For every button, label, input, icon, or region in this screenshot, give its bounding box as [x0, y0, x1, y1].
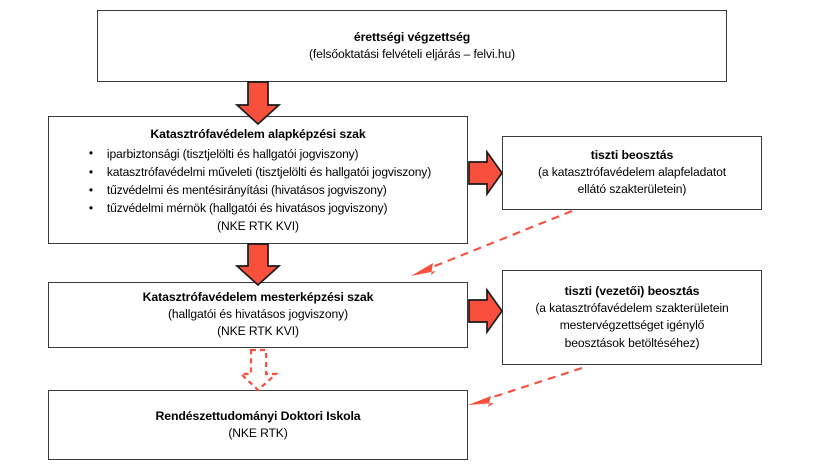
node-leader-post[interactable]: tiszti (vezetői) beosztás (a katasztrófa…: [502, 270, 762, 365]
node-leader-post-line3: beosztások betöltéséhez): [564, 335, 700, 350]
arrow-master-to-doctoral-icon: [238, 348, 279, 392]
arrow-bachelor-to-officer-post-icon: [468, 149, 504, 197]
node-officer-post-title: tiszti beosztás: [590, 148, 674, 163]
node-leader-post-line2: mestervégzettséget igénylő: [559, 318, 705, 333]
list-item: tűzvédelmi és mentésirányítási (hivatáso…: [85, 181, 431, 199]
node-matura-title: érettségi végzettség: [353, 29, 471, 44]
node-officer-post[interactable]: tiszti beosztás (a katasztrófavédelem al…: [502, 136, 762, 210]
node-matura-subtitle: (felsőoktatási felvételi eljárás – felvi…: [309, 46, 515, 61]
arrow-leader-post-to-doctoral-line: [483, 367, 583, 401]
node-master[interactable]: Katasztrófavédelem mesterképzési szak (h…: [48, 282, 468, 348]
node-leader-post-line1: (a katasztrófavédelem szakterületein: [535, 301, 729, 316]
arrow-officer-post-to-master-head-icon: [411, 263, 436, 276]
list-item: tűzvédelmi mérnök (hallgatói és hivatáso…: [85, 199, 431, 217]
node-master-subtitle: (hallgatói és hivatásos jogviszony): [167, 307, 348, 322]
arrow-bachelor-to-master-icon: [234, 243, 282, 287]
node-master-institution: (NKE RTK KVI): [217, 324, 299, 339]
node-doctoral-institution: (NKE RTK): [228, 425, 288, 440]
arrow-master-to-leader-post-icon: [468, 287, 504, 335]
node-master-title: Katasztrófavédelem mesterképzési szak: [142, 290, 374, 305]
node-officer-post-line2: ellátó szakterületein): [577, 182, 687, 197]
list-item: iparbiztonsági (tisztjelölti és hallgató…: [85, 144, 431, 163]
node-bachelor-bullet-list: iparbiztonsági (tisztjelölti és hallgató…: [85, 144, 431, 218]
node-matura[interactable]: érettségi végzettség (felsőoktatási felv…: [97, 10, 727, 82]
node-doctoral-title: Rendészettudományi Doktori Iskola: [155, 408, 361, 423]
node-doctoral[interactable]: Rendészettudományi Doktori Iskola (NKE R…: [48, 390, 468, 460]
node-officer-post-line1: (a katasztrófavédelem alapfeladatot: [537, 165, 727, 180]
node-bachelor-institution: (NKE RTK KVI): [217, 218, 299, 233]
node-bachelor-title: Katasztrófavédelem alapképzési szak: [150, 127, 366, 141]
node-bachelor[interactable]: Katasztrófavédelem alapképzési szak ipar…: [48, 116, 468, 244]
arrow-leader-post-to-doctoral-head-icon: [468, 396, 494, 407]
list-item: katasztrófavédelmi műveleti (tisztjelölt…: [85, 163, 431, 181]
node-leader-post-title: tiszti (vezetői) beosztás: [564, 284, 700, 299]
